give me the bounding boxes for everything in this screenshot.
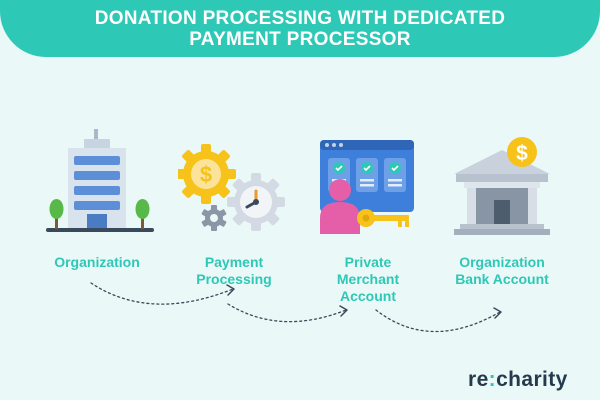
flow-arrow-3 xyxy=(375,309,501,333)
logo-prefix: re xyxy=(468,368,489,391)
bank-dollar-icon: $ xyxy=(454,137,550,235)
logo-suffix: charity xyxy=(496,368,568,391)
office-building-icon xyxy=(46,129,154,232)
step-label-private-merchant-account: Private Merchant Account xyxy=(336,254,400,304)
browser-user-key-icon xyxy=(320,140,414,234)
title-line-1: DONATION PROCESSING WITH DEDICATED xyxy=(94,7,506,29)
arrowhead-3 xyxy=(493,307,502,319)
arrowhead-2 xyxy=(339,305,348,317)
gears-dollar-icon: $ xyxy=(178,144,285,231)
svg-text:$: $ xyxy=(516,142,528,165)
step-label-organization-bank-account: Organization Bank Account xyxy=(455,254,549,287)
flow-arrow-2 xyxy=(227,303,347,323)
title-line-2: PAYMENT PROCESSOR xyxy=(189,28,411,50)
step-label-payment-processing: Payment Processing xyxy=(196,254,272,287)
svg-text:$: $ xyxy=(200,162,212,187)
logo-separator: : xyxy=(488,368,497,391)
arrowhead-1 xyxy=(226,284,235,296)
recharity-logo: re:charity xyxy=(468,368,568,392)
flow-arrow-1 xyxy=(90,282,234,305)
step-label-organization: Organization xyxy=(54,254,140,270)
title-banner: DONATION PROCESSING WITH DEDICATED PAYME… xyxy=(0,0,600,57)
